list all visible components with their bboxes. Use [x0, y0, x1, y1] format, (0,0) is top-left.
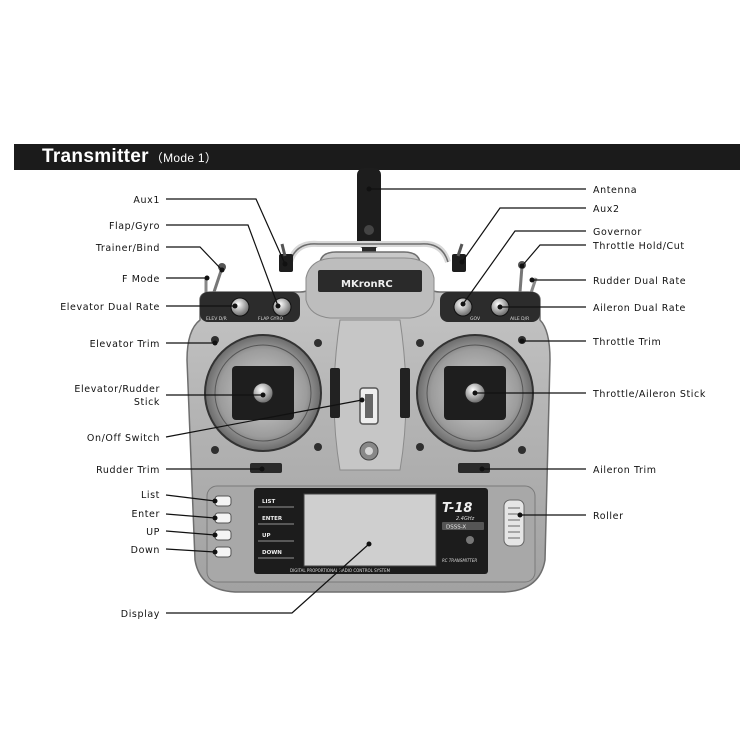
callout-roller: Roller — [593, 511, 624, 522]
menu-buttons — [214, 495, 232, 558]
callout-governor: Governor — [593, 227, 642, 238]
callout-rudder-dual-rate: Rudder Dual Rate — [593, 276, 686, 287]
callout-trainer-bind: Trainer/Bind — [95, 243, 160, 254]
elev-label: ELEV D/R — [206, 316, 227, 322]
right-callouts: Antenna Aux2 Governor Throttle Hold/Cut … — [592, 185, 706, 522]
roller[interactable] — [503, 499, 525, 547]
callout-f-mode: F Mode — [122, 274, 160, 285]
callout-up: UP — [146, 527, 160, 538]
callout-stick: Stick — [134, 397, 160, 408]
callout-aux1: Aux1 — [133, 195, 160, 206]
band-text: 2.4GHz — [456, 516, 475, 522]
subtitle-text: RC TRANSMITTER — [442, 558, 477, 563]
down-label: DOWN — [262, 550, 282, 556]
callout-throttle-trim: Throttle Trim — [592, 337, 661, 348]
callout-antenna: Antenna — [593, 185, 637, 196]
dual-rate-dials: ELEV D/R FLAP GYRO GOV AILE D/R — [206, 297, 529, 322]
callout-enter: Enter — [132, 509, 161, 520]
list-label: LIST — [262, 499, 276, 505]
callout-on-off-switch: On/Off Switch — [87, 433, 160, 444]
callout-aileron-dual-rate: Aileron Dual Rate — [593, 303, 686, 314]
leader-dots — [204, 186, 535, 555]
model-text: T-18 — [442, 501, 472, 516]
handle — [287, 240, 451, 264]
callout-throttle-aileron-stick: Throttle/Aileron Stick — [592, 389, 706, 400]
lcd-display — [303, 493, 437, 567]
callout-flap-gyro: Flap/Gyro — [109, 221, 160, 232]
leader-lines — [165, 188, 586, 614]
callout-display: Display — [121, 609, 160, 620]
callout-down: Down — [131, 545, 160, 556]
aile-label: AILE D/R — [510, 316, 529, 322]
callout-aux2: Aux2 — [593, 204, 620, 215]
left-callouts: Aux1 Flap/Gyro Trainer/Bind F Mode Eleva… — [60, 195, 161, 620]
callout-elevator-rudder: Elevator/Rudder — [74, 384, 160, 395]
mode-text: （Mode 1） — [150, 151, 218, 165]
aileron-trim-slider[interactable] — [458, 463, 490, 473]
callout-rudder-trim: Rudder Trim — [96, 465, 160, 476]
enter-label: ENTER — [262, 516, 283, 522]
callout-list: List — [141, 490, 160, 501]
model-badge: DSSS-X — [446, 525, 466, 531]
callout-elevator-trim: Elevator Trim — [90, 339, 160, 350]
title-text: Transmitter — [42, 146, 149, 167]
flap-label: FLAP GYRO — [258, 316, 284, 322]
brand-logo: MKronRC — [341, 279, 393, 290]
callout-elevator-dual-rate: Elevator Dual Rate — [60, 302, 160, 313]
banner-title: Transmitter（Mode 1） — [42, 145, 217, 170]
up-label: UP — [262, 533, 271, 539]
callout-aileron-trim: Aileron Trim — [593, 465, 657, 476]
callout-throttle-hold-cut: Throttle Hold/Cut — [592, 241, 685, 252]
gov-label: GOV — [470, 316, 481, 322]
rudder-trim-slider[interactable] — [250, 463, 282, 473]
screws — [211, 336, 526, 454]
title-banner: Transmitter（Mode 1） — [14, 144, 740, 170]
front-panel: LIST ENTER UP DOWN T-18 2.4GHz DSSS-X RC… — [254, 279, 488, 574]
